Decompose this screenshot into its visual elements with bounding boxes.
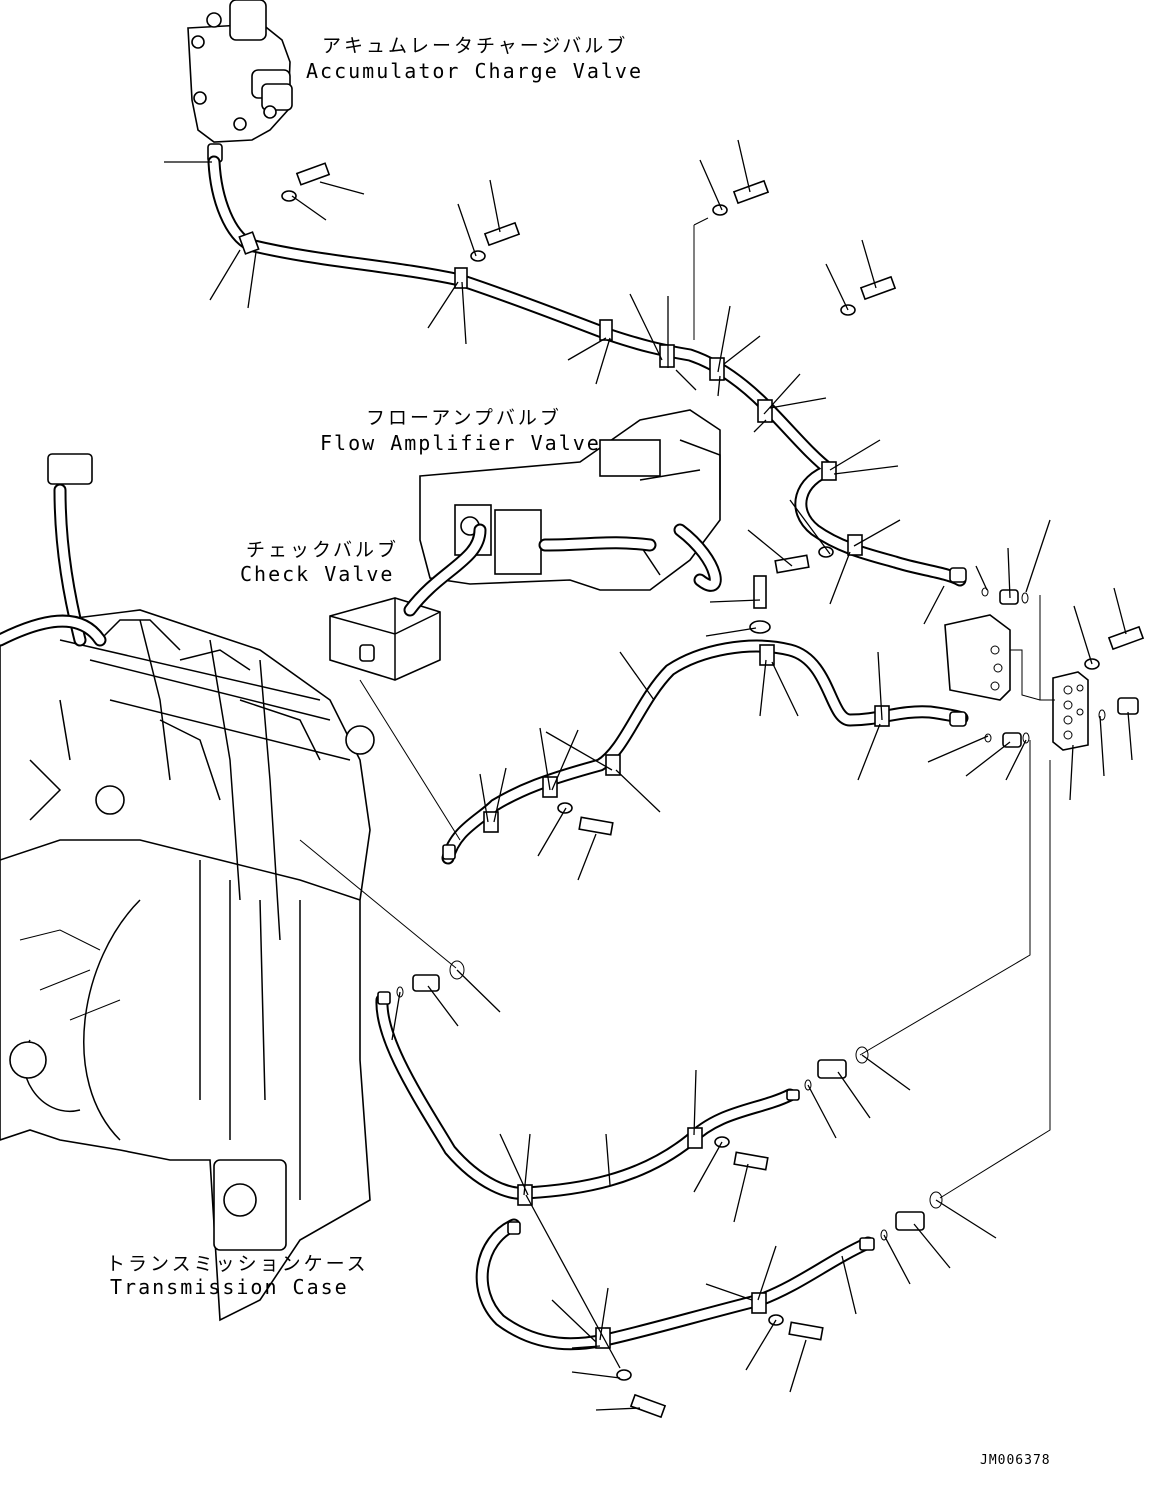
bolts-and-washers: [281, 162, 1145, 1419]
hose-clamps: [238, 231, 890, 1349]
label-check-valve: チェックバルブ Check Valve: [240, 538, 399, 586]
connection-guide-lines: [299, 217, 1055, 1199]
hose-check-valve-line: [441, 639, 969, 865]
fittings-and-orings: [377, 567, 1139, 1251]
accumulator-charge-valve: [187, 0, 293, 163]
label-transmission-case: トランスミッションケース Transmission Case: [106, 1253, 369, 1299]
leader-lines: [164, 139, 1133, 1411]
label-flow-amplifier-valve-en: Flow Amplifier Valve: [320, 431, 601, 455]
label-accumulator-charge-valve: アキュムレータチャージバルブ Accumulator Charge Valve: [306, 34, 643, 83]
label-transmission-case-jp: トランスミッションケース: [106, 1253, 369, 1275]
manifold-block: [1052, 671, 1089, 751]
label-check-valve-en: Check Valve: [240, 562, 394, 586]
hose-accumulator-line: [207, 155, 967, 587]
label-check-valve-jp: チェックバルブ: [246, 538, 399, 561]
label-accumulator-charge-valve-en: Accumulator Charge Valve: [306, 59, 643, 83]
engine-transmission-case: [0, 609, 375, 1322]
label-flow-amplifier-valve: フローアンプバルブ Flow Amplifier Valve: [320, 406, 601, 455]
label-flow-amplifier-valve-jp: フローアンプバルブ: [366, 406, 562, 429]
wiring-harness-connector: [0, 453, 107, 647]
check-valve: [329, 523, 487, 681]
hose-transmission-line: [375, 993, 797, 1200]
label-transmission-case-en: Transmission Case: [110, 1275, 349, 1299]
drawing-code: JM006378: [980, 1453, 1051, 1468]
mounting-bracket: [944, 614, 1041, 701]
label-accumulator-charge-valve-jp: アキュムレータチャージバルブ: [322, 34, 628, 57]
